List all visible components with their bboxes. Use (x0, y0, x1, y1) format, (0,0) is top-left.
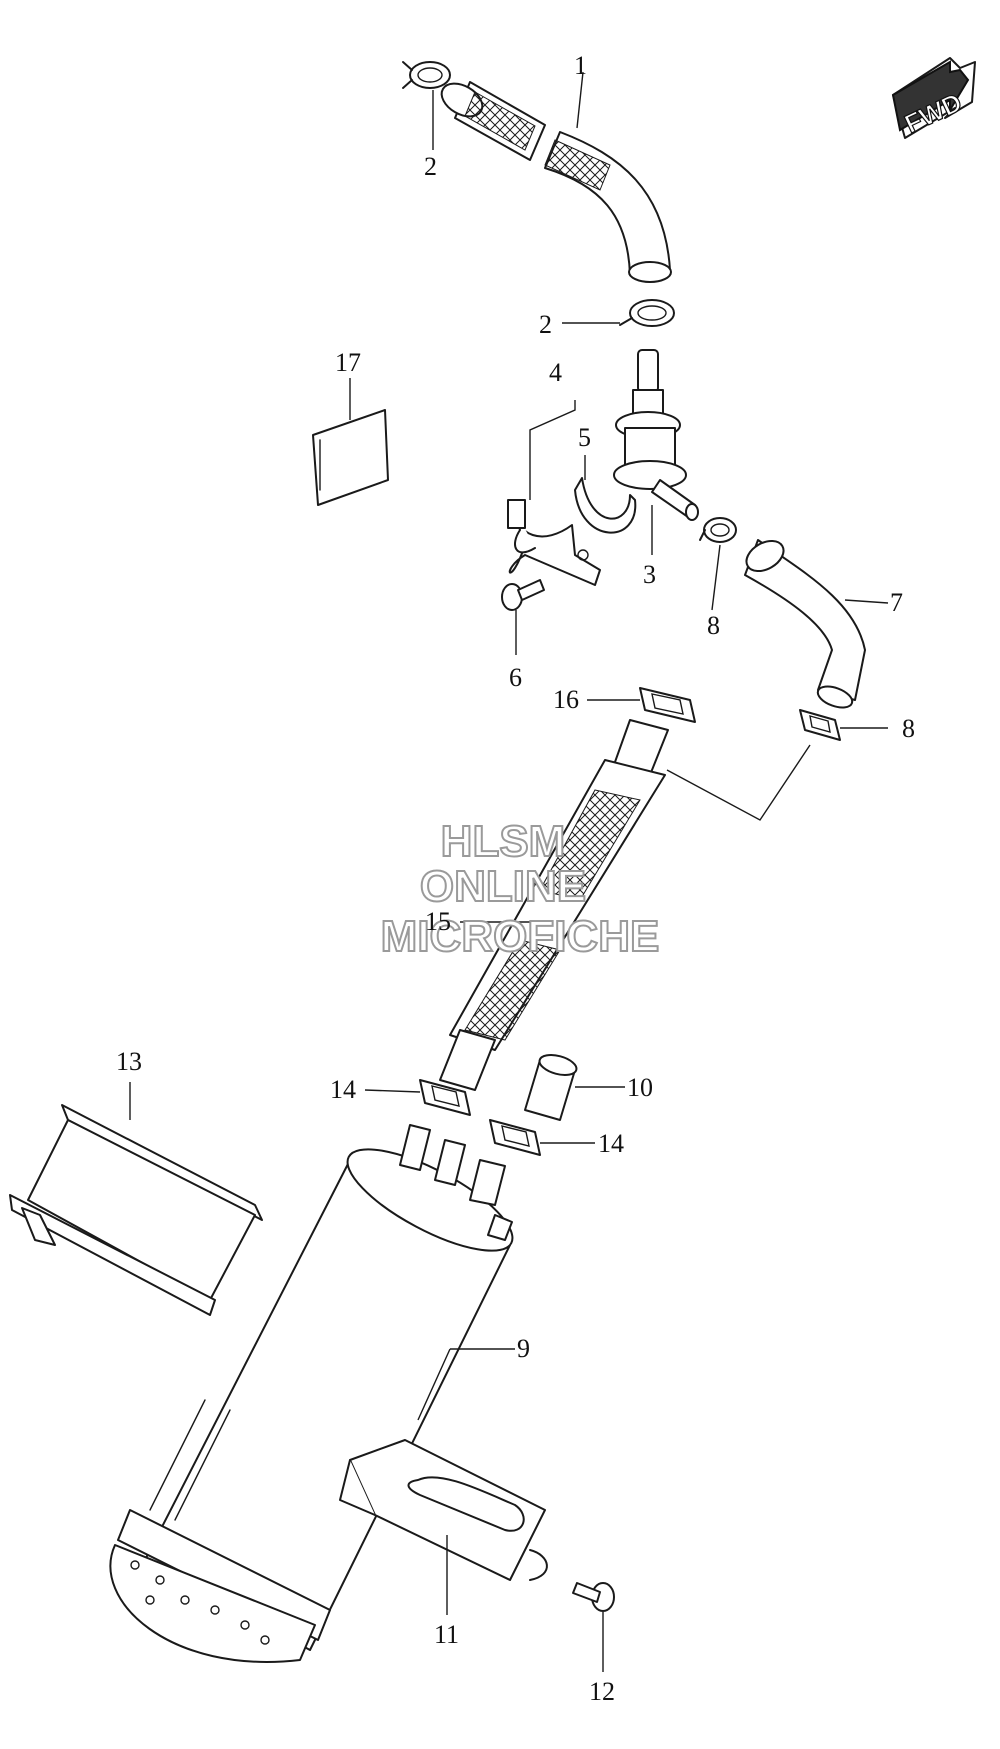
clip-clamp-lower (489, 1119, 541, 1156)
label-plate (312, 409, 389, 506)
callout-9: 9 (517, 1334, 530, 1363)
pump-bracket (339, 1439, 548, 1581)
filter-bracket (507, 499, 601, 586)
watermark-line1: HLSM (441, 817, 566, 866)
fuel-pump (109, 1124, 514, 1663)
hose-clamp-top (402, 61, 451, 89)
callout-3: 3 (643, 560, 656, 589)
callout-11: 11 (434, 1620, 459, 1649)
callout-15: 15 (425, 907, 451, 936)
callout-2-top: 2 (424, 152, 437, 181)
callout-1: 1 (574, 51, 587, 80)
pump-screw (572, 1582, 615, 1612)
pump-strainer (9, 1104, 263, 1316)
rubber-hose (744, 539, 866, 709)
clip-clamp-right (799, 709, 841, 741)
callout-labels: 1 2 2 3 4 5 6 7 8 8 9 10 11 12 13 14 14 … (116, 51, 915, 1706)
callout-6: 6 (509, 663, 522, 692)
braided-hose-upper (440, 81, 672, 283)
braided-hose-lower (439, 719, 669, 1091)
callout-4: 4 (549, 358, 562, 387)
bracket-screw (501, 579, 545, 611)
clip-clamp-left (419, 1079, 471, 1116)
callout-7: 7 (890, 588, 903, 617)
callout-8-upper: 8 (707, 611, 720, 640)
filter-clamp-band (574, 477, 637, 534)
callout-16: 16 (553, 685, 579, 714)
watermark-line2: ONLINE (420, 862, 586, 911)
callout-17: 17 (335, 348, 361, 377)
fuel-filter (613, 349, 699, 521)
callout-8-lower: 8 (902, 714, 915, 743)
callout-13: 13 (116, 1047, 142, 1076)
watermark: HLSM ONLINE MICROFICHE (380, 816, 661, 962)
callout-12: 12 (589, 1677, 615, 1706)
callout-14-left: 14 (330, 1075, 356, 1104)
strainer-holes (130, 1560, 270, 1645)
leader-lines (129, 71, 889, 1672)
hose-clamp-small (699, 517, 737, 543)
fwd-direction-badge: FWD (891, 57, 976, 140)
callout-14-right: 14 (598, 1129, 624, 1158)
callout-2-middle: 2 (539, 310, 552, 339)
callout-5: 5 (578, 423, 591, 452)
watermark-line3: MICROFICHE (381, 912, 660, 961)
callout-10: 10 (627, 1073, 653, 1102)
hose-clamp-middle (619, 299, 675, 327)
short-hose (524, 1054, 578, 1121)
clip-clamp-upper (639, 687, 696, 723)
